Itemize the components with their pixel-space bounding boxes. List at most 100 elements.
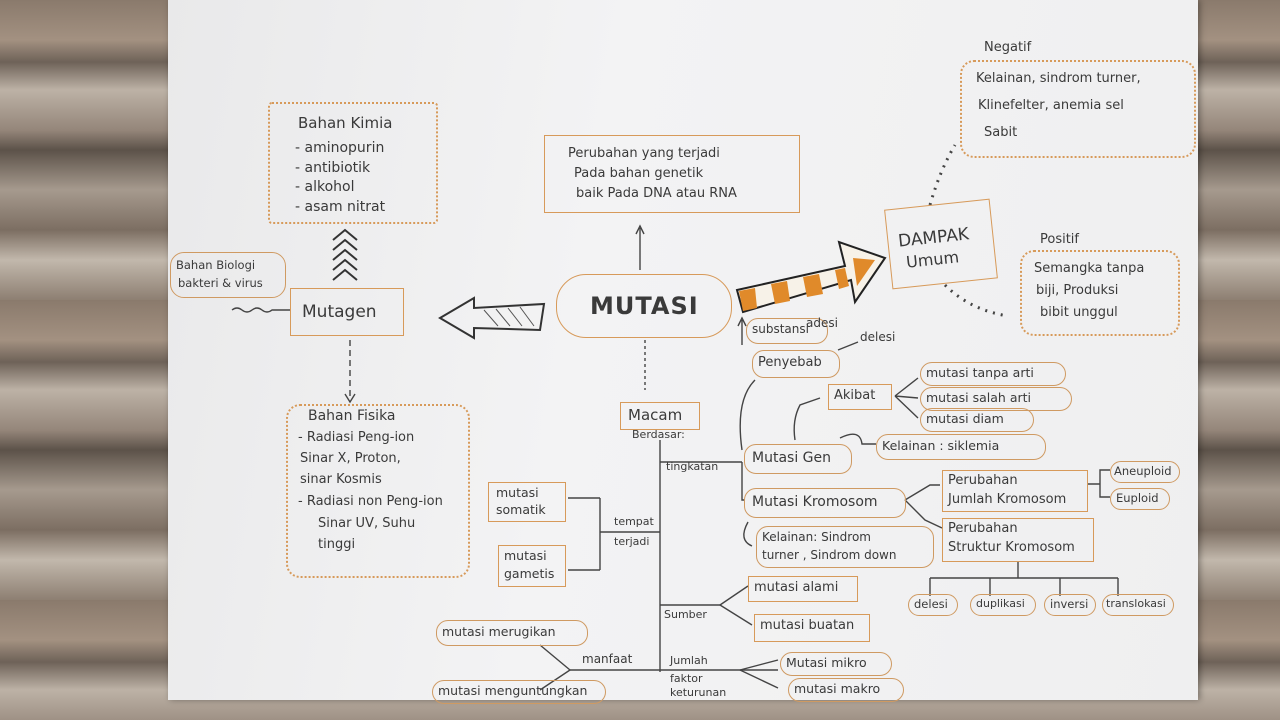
akibat-item-1-pill xyxy=(920,362,1066,386)
jumlah-kromosom-2: Jumlah Kromosom xyxy=(948,492,1067,507)
struktur-kromosom-1: Perubahan xyxy=(948,521,1018,536)
mutagen-label: Mutagen xyxy=(302,302,377,322)
left-arrow-icon xyxy=(438,296,546,340)
negatif-line-3: Sabit xyxy=(984,125,1018,140)
makro-label: mutasi makro xyxy=(794,681,881,696)
kromosom-kelainan-2: turner , Sindrom down xyxy=(762,548,897,562)
macam-box xyxy=(620,402,700,430)
penyebab-label: Penyebab xyxy=(758,355,822,370)
aneuploid-pill xyxy=(1110,461,1180,483)
chevrons-up-icon xyxy=(332,228,358,281)
biologi-line-2: bakteri & virus xyxy=(178,276,263,290)
somatik-line-1: mutasi xyxy=(496,485,539,500)
inversi-type-label: inversi xyxy=(1050,597,1089,611)
kelainan-kromosom-link xyxy=(743,521,753,547)
kimia-box xyxy=(268,102,438,224)
gametis-line-1: mutasi xyxy=(504,548,547,563)
fisika-item-6: tinggi xyxy=(318,537,356,552)
kimia-item-4: - asam nitrat xyxy=(295,199,386,215)
mutagen-box xyxy=(290,288,404,336)
branch-manfaat: manfaat xyxy=(582,652,633,666)
positif-line-2: biji, Produksi xyxy=(1036,283,1119,298)
branch-sumber: Sumber xyxy=(664,608,707,621)
akibat-label: Akibat xyxy=(834,388,876,403)
duplikasi-type-label: duplikasi xyxy=(976,597,1025,610)
aneuploid-label: Aneuploid xyxy=(1114,464,1172,478)
delesi-label: delesi xyxy=(860,330,896,344)
substansi-pill xyxy=(746,318,828,344)
negatif-line-2: Klinefelter, anemia sel xyxy=(978,98,1124,113)
positif-line-3: bibit unggul xyxy=(1040,305,1118,320)
mikro-label: Mutasi mikro xyxy=(786,655,867,670)
gametis-line-2: gametis xyxy=(504,566,555,581)
fisika-item-4: - Radiasi non Peng-ion xyxy=(298,494,443,509)
definition-line-3: baik Pada DNA atau RNA xyxy=(576,186,737,201)
alami-box xyxy=(748,576,858,602)
makro-pill xyxy=(788,678,904,702)
menguntungkan-label: mutasi menguntungkan xyxy=(438,683,588,698)
translokasi-type-pill xyxy=(1102,594,1174,616)
alami-label: mutasi alami xyxy=(754,580,839,595)
inversi-type-pill xyxy=(1044,594,1096,616)
somatik-box xyxy=(488,482,566,522)
merugikan-pill xyxy=(436,620,588,646)
akibat-link xyxy=(793,397,821,441)
akibat-item-2-pill xyxy=(920,387,1072,411)
akibat-item-2: mutasi salah arti xyxy=(926,390,1031,405)
kimia-title: Bahan Kimia xyxy=(298,114,393,132)
fisika-item-3: sinar Kosmis xyxy=(300,472,382,487)
jumlah-types-links xyxy=(1088,469,1110,498)
negatif-link xyxy=(928,144,957,206)
positif-link xyxy=(943,283,1009,318)
menguntungkan-pill xyxy=(432,680,606,704)
branch-tempat-1: tempat xyxy=(614,515,654,528)
kimia-item-3: - alkohol xyxy=(295,179,355,195)
definition-box xyxy=(544,135,800,213)
penyebab-pill xyxy=(752,350,840,378)
jumlah-link xyxy=(904,484,940,501)
struktur-types-links xyxy=(929,562,1119,596)
negatif-line-1: Kelainan, sindrom turner, xyxy=(976,71,1141,86)
duplikasi-type-pill xyxy=(970,594,1036,616)
kromosom-kelainan-1: Kelainan: Sindrom xyxy=(762,530,871,544)
positif-box xyxy=(1020,250,1180,336)
macam-sub: Berdasar: xyxy=(632,428,685,441)
biologi-link xyxy=(231,307,290,313)
branch-jumlah-1: Jumlah xyxy=(670,654,708,667)
adesi-label: adesi xyxy=(806,316,838,330)
kromosom-label: Mutasi Kromosom xyxy=(752,494,878,510)
positif-line-1: Semangka tanpa xyxy=(1034,261,1145,276)
struktur-kromosom-2: Struktur Kromosom xyxy=(948,540,1075,555)
fisika-item-1: - Radiasi Peng-ion xyxy=(298,430,415,445)
somatik-line-2: somatik xyxy=(496,502,546,517)
fisika-item-2: Sinar X, Proton, xyxy=(300,451,401,466)
struktur-kromosom-box xyxy=(942,518,1094,562)
right-arrow-icon xyxy=(735,240,887,314)
akibat-item-1: mutasi tanpa arti xyxy=(926,365,1034,380)
kromosom-pill xyxy=(744,488,906,518)
macam-label: Macam xyxy=(628,406,683,424)
penyebab-link xyxy=(739,379,756,451)
fisika-item-5: Sinar UV, Suhu xyxy=(318,516,416,531)
kromosom-kelainan-pill xyxy=(756,526,934,568)
paper-sheet xyxy=(168,0,1198,700)
gen-label: Mutasi Gen xyxy=(752,450,831,466)
akibat-box xyxy=(828,384,892,410)
negatif-label: Negatif xyxy=(984,40,1032,55)
fisika-title: Bahan Fisika xyxy=(308,408,396,424)
akibat-item-3: mutasi diam xyxy=(926,411,1004,426)
merugikan-label: mutasi merugikan xyxy=(442,624,556,639)
definition-line-1: Perubahan yang terjadi xyxy=(568,146,720,161)
center-cloud xyxy=(556,274,732,338)
jumlah-kromosom-box xyxy=(942,470,1088,512)
mikro-pill xyxy=(780,652,892,676)
branch-tempat-2: terjadi xyxy=(614,535,650,548)
negatif-box xyxy=(960,60,1196,158)
branch-jumlah-3: keturunan xyxy=(670,686,727,699)
gametis-box xyxy=(498,545,566,587)
gen-pill xyxy=(744,444,852,474)
euploid-pill xyxy=(1110,488,1170,510)
siklemia-pill xyxy=(876,434,1046,460)
akibat-item-3-pill xyxy=(920,408,1034,432)
akibat-branches xyxy=(894,377,919,419)
